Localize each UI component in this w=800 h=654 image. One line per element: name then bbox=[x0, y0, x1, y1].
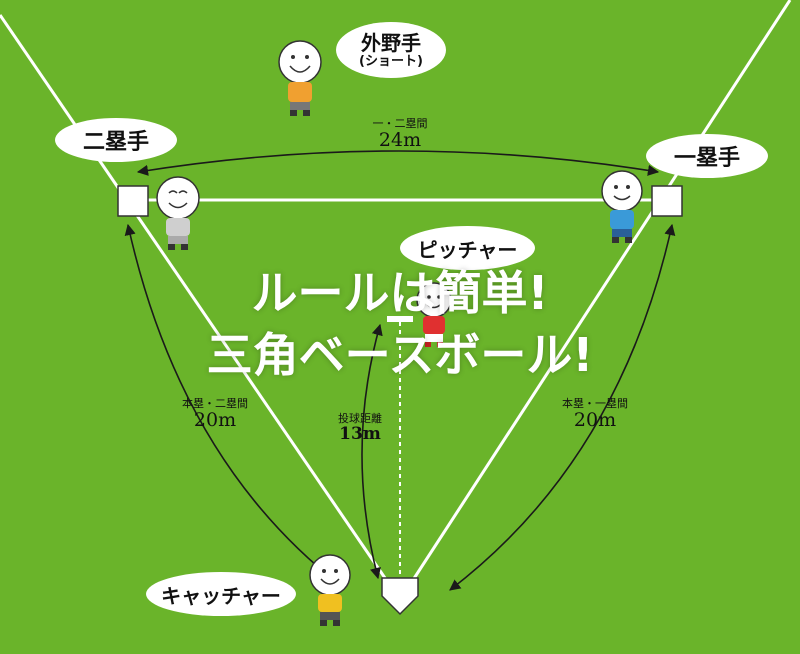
distance-pitch: 投球距離 13m bbox=[320, 412, 400, 445]
distance-pitch-value: 13m bbox=[339, 424, 381, 445]
arrow-home-second bbox=[124, 223, 341, 586]
first-baseman-figure bbox=[601, 170, 643, 243]
shortstop-label-main: 外野手 bbox=[361, 30, 421, 55]
figure-shirt bbox=[318, 594, 342, 612]
arrow-home-first bbox=[449, 223, 676, 591]
second-baseman-label-text: 二塁手 bbox=[82, 130, 149, 155]
catcher-label: キャッチャー bbox=[146, 572, 296, 616]
catcher-label-text: キャッチャー bbox=[161, 583, 281, 608]
distance-home-first-label: 本塁・一塁間 bbox=[562, 397, 628, 410]
figure-shirt bbox=[288, 82, 312, 102]
distance-first-second: 一・二塁間 24m bbox=[340, 117, 460, 152]
figure-shirt bbox=[610, 210, 634, 229]
home-plate bbox=[381, 577, 419, 616]
second-baseman-label: 二塁手 bbox=[55, 118, 177, 162]
distance-home-first: 本塁・一塁間 20m bbox=[540, 397, 650, 432]
pitcher-label-text: ピッチャー bbox=[417, 237, 518, 262]
pitcher-figure bbox=[416, 282, 452, 347]
shortstop-label: 外野手 (ショート) bbox=[336, 22, 446, 78]
distance-first-second-value: 24m bbox=[378, 129, 422, 152]
second-baseman-figure bbox=[156, 176, 200, 250]
catcher-figure bbox=[309, 554, 351, 626]
first-baseman-label-text: 一塁手 bbox=[673, 146, 740, 171]
distance-pitch-label: 投球距離 bbox=[338, 412, 382, 425]
distance-home-second-value: 20m bbox=[193, 409, 237, 432]
arrow-first-second bbox=[136, 150, 660, 176]
overlay-title: ルールは簡単! 三角ベースボール! bbox=[0, 262, 800, 386]
distance-home-first-value: 20m bbox=[573, 409, 617, 432]
first-baseman-label: 一塁手 bbox=[646, 134, 768, 178]
shortstop-figure bbox=[278, 40, 322, 116]
arrow-pitch bbox=[361, 323, 383, 580]
pitcher-label: ピッチャー bbox=[400, 226, 535, 270]
second-base bbox=[117, 185, 149, 217]
figure-shirt bbox=[166, 218, 190, 236]
overlay-title-line2: 三角ベースボール! bbox=[206, 328, 594, 382]
figure-shirt bbox=[423, 316, 445, 334]
distance-first-second-label: 一・二塁間 bbox=[372, 117, 428, 130]
distance-home-second-label: 本塁・二塁間 bbox=[182, 397, 248, 410]
distance-home-second: 本塁・二塁間 20m bbox=[160, 397, 270, 432]
pitcher-plate bbox=[387, 316, 413, 322]
overlay-title-line1: ルールは簡単! bbox=[251, 266, 549, 320]
first-base bbox=[651, 185, 683, 217]
shortstop-label-sub: (ショート) bbox=[359, 53, 423, 69]
